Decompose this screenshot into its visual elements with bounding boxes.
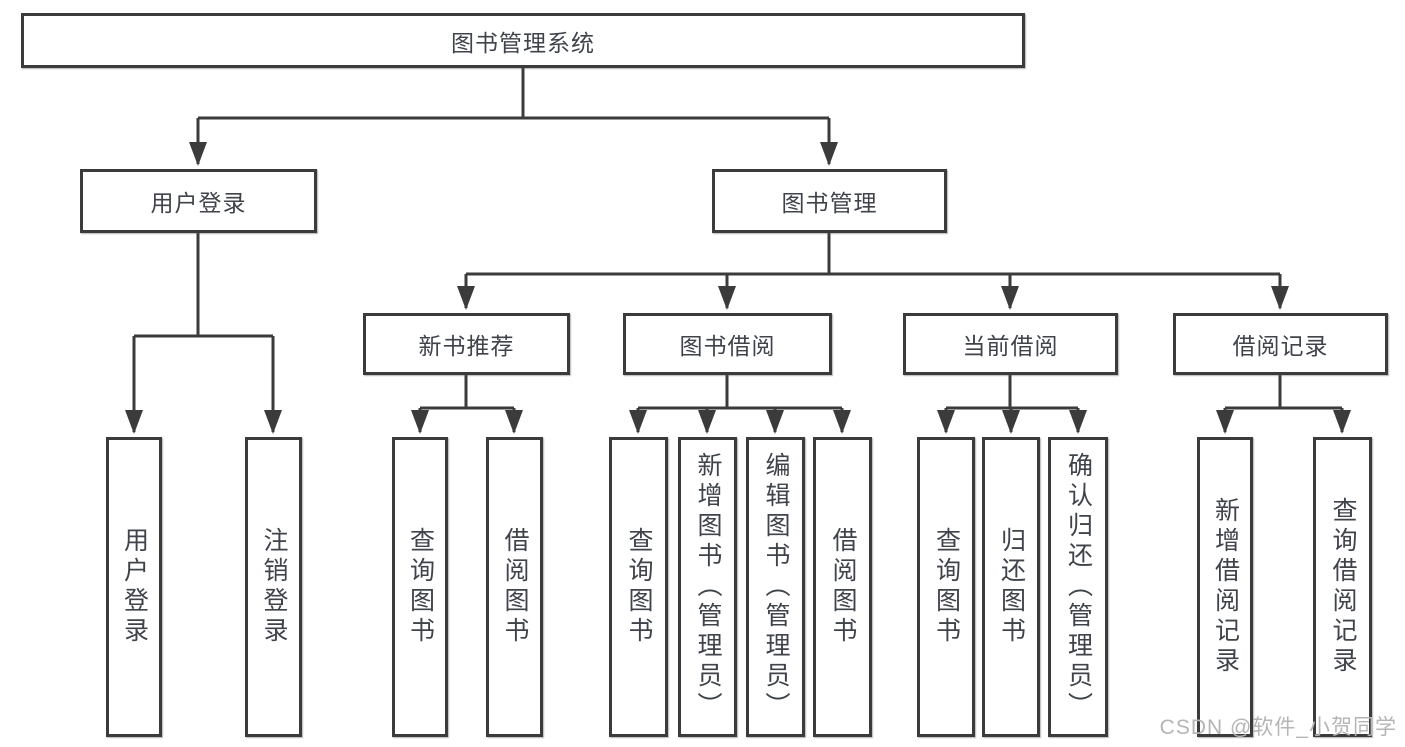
leaf-add-borrow-record: 新增借阅记录 [1197,437,1253,737]
node-new-book-recommendation-label: 新书推荐 [418,333,515,359]
node-current-borrowing: 当前借阅 [903,313,1118,375]
node-book-management-label: 图书管理 [781,190,878,216]
leaf-logout: 注销登录 [245,437,302,737]
leaf-query-books-borrowing: 查询图书 [609,437,668,737]
node-new-book-recommendation: 新书推荐 [363,313,570,375]
node-book-management: 图书管理 [712,169,947,233]
node-book-borrowing: 图书借阅 [623,313,832,375]
node-current-borrowing-label: 当前借阅 [962,333,1059,359]
leaf-edit-books-admin: 编辑图书（管理员） [746,437,805,737]
leaf-query-books-recommend: 查询图书 [392,437,448,737]
node-user-login: 用户登录 [80,169,317,233]
leaf-user-login: 用户登录 [106,437,162,737]
csdn-watermark: CSDN @软件_小贺同学 [1159,716,1397,739]
node-borrowing-records-label: 借阅记录 [1232,333,1329,359]
leaf-query-books-current: 查询图书 [917,437,975,737]
node-book-borrowing-label: 图书借阅 [679,333,776,359]
leaf-confirm-return-admin: 确认归还（管理员） [1048,437,1108,737]
node-root-system-label: 图书管理系统 [451,29,595,56]
leaf-query-borrow-record: 查询借阅记录 [1313,437,1372,737]
leaf-return-books: 归还图书 [982,437,1040,737]
node-borrowing-records: 借阅记录 [1173,313,1388,375]
leaf-borrow-books-borrowing: 借阅图书 [813,437,872,737]
node-user-login-label: 用户登录 [150,190,247,216]
leaf-add-books-admin: 新增图书（管理员） [678,437,737,737]
leaf-borrow-books-recommend: 借阅图书 [486,437,543,737]
node-root-system: 图书管理系统 [21,13,1025,68]
